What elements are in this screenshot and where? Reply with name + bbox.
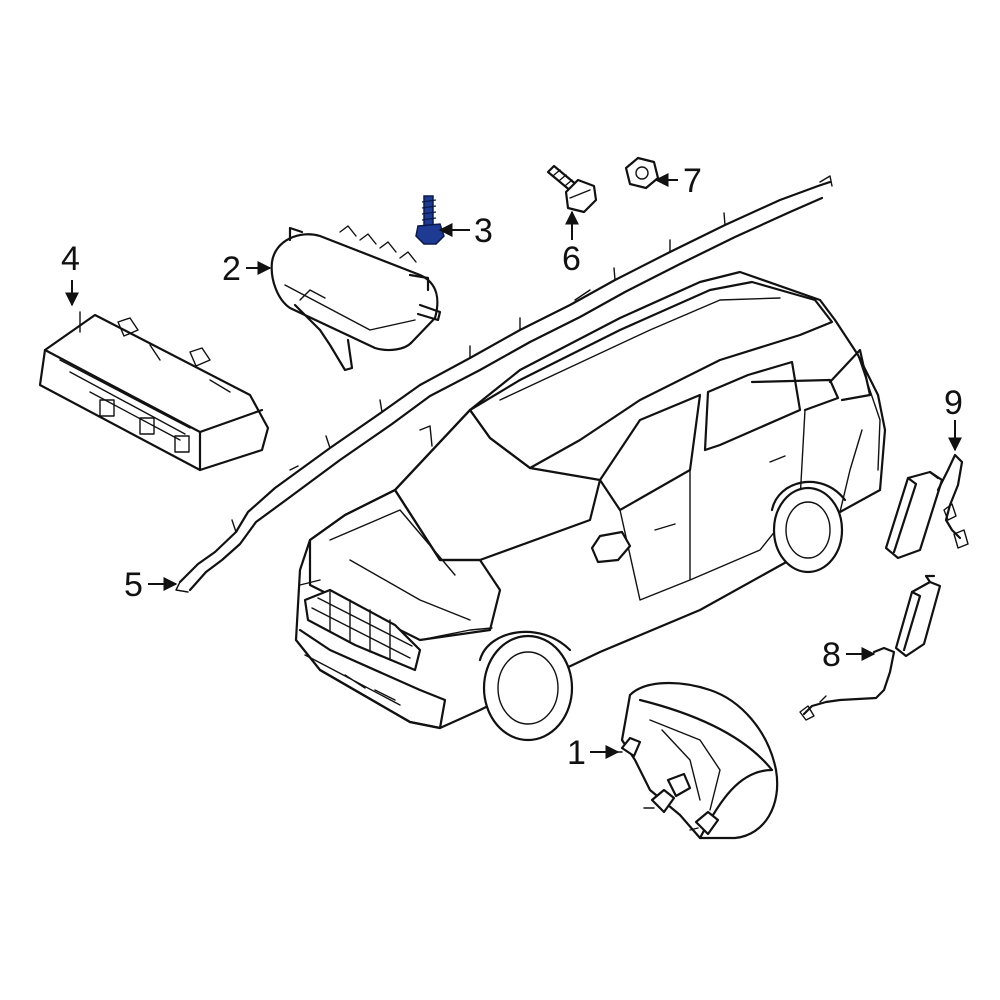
callout-5: 5: [124, 566, 143, 604]
callout-labels: 4 2 3 6 7 5 9 8 1: [61, 162, 963, 772]
callout-8: 8: [822, 636, 841, 674]
bolt-highlighted[interactable]: [415, 195, 445, 245]
side-airbag[interactable]: [884, 453, 969, 560]
driver-airbag-module[interactable]: [611, 682, 779, 840]
mounting-bolt[interactable]: [546, 164, 598, 214]
callout-1: 1: [567, 734, 586, 772]
curtain-airbag[interactable]: [175, 175, 833, 593]
callout-9: 9: [944, 384, 963, 422]
callout-2: 2: [222, 250, 241, 288]
seat-belt-sensor[interactable]: [799, 574, 942, 721]
hex-nut[interactable]: [624, 156, 660, 190]
callout-6: 6: [562, 240, 581, 278]
callout-3: 3: [474, 212, 493, 250]
passenger-airbag-module[interactable]: [270, 225, 442, 372]
callout-4: 4: [61, 240, 80, 278]
knee-airbag-module[interactable]: [38, 311, 270, 472]
suv-vehicle: [294, 270, 887, 742]
leader-arrows: [65, 173, 962, 759]
callout-7: 7: [683, 162, 702, 200]
